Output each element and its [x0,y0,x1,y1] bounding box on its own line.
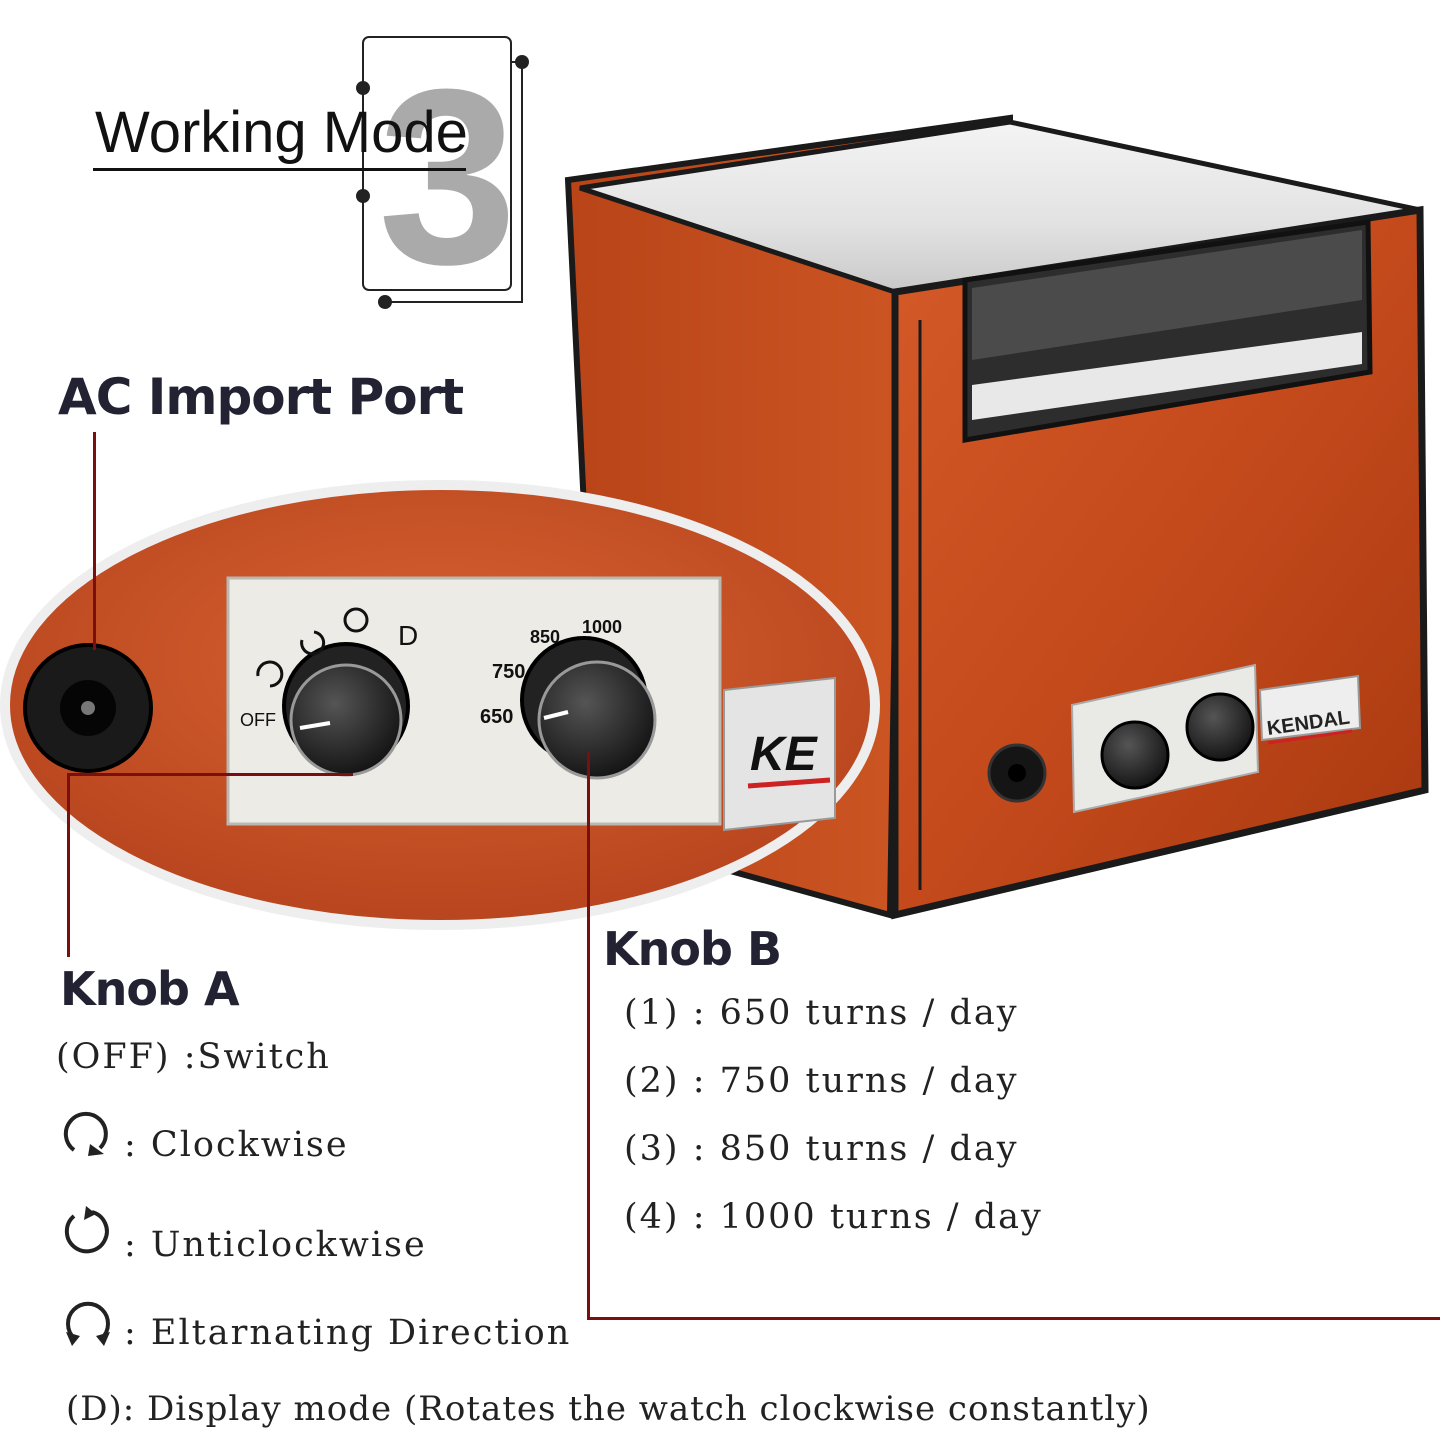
mode-anticlockwise: : Unticlockwise [124,1225,427,1265]
knob-a-leader-line-horizontal [67,773,353,776]
knob-a-clockwise-mark-icon [256,660,284,688]
knob-b-leader-line-horizontal [587,1317,1440,1320]
knob-a-dial: OFF D [240,607,418,777]
knob-b-mark-650: 650 [480,706,513,728]
control-panel: OFF D 650 750 850 1000 [226,576,722,826]
knob-b-mark-750: 750 [492,661,525,683]
mode-number: 3 [378,37,518,316]
speed-option-1: (1) : 650 turns / day [624,993,1019,1033]
knob-a-leader-line-vertical [67,773,70,957]
mode-alternating: : Eltarnating Direction [124,1313,572,1353]
knob-b-leader-line-vertical [587,752,590,1320]
knob-b-dial: 650 750 850 1000 [480,617,657,780]
knob-a-label: Knob A [60,962,240,1016]
ac-port-label: AC Import Port [58,368,464,426]
knob-b-mark-850: 850 [530,627,560,647]
brand-text-zoom: KE [750,728,819,781]
zoom-callout: OFF D 650 750 850 1000 KE [0,480,880,930]
knob-b-mark-1000: 1000 [582,617,622,637]
ac-port-jack [23,643,153,773]
anticlockwise-icon [64,1206,109,1254]
knob-a-anticlockwise-mark-icon [300,630,326,656]
watch-winder-illustration: KENDAL OFF D [0,114,1429,930]
badge-frame [356,36,529,309]
mode-off-switch: (OFF) :Switch [56,1037,331,1077]
speed-option-2: (2) : 750 turns / day [624,1061,1019,1101]
knob-a-display-mark: D [398,620,418,651]
ac-port-leader-line [93,432,96,650]
working-mode-badge: 3 Working Mode [0,0,560,320]
brand-plate-zoom: KE [723,676,836,832]
speed-option-3: (3) : 850 turns / day [624,1129,1019,1169]
knob-b-label: Knob B [603,922,782,976]
mode-display: (D): Display mode (Rotates the watch clo… [66,1389,1151,1429]
knob-a-alternating-mark-icon [343,607,369,633]
page-title: Working Mode [95,100,468,165]
speed-option-4: (4) : 1000 turns / day [624,1197,1043,1237]
knob-a-off-mark: OFF [240,710,276,730]
alternating-direction-icon [66,1301,110,1346]
clockwise-icon [63,1111,108,1156]
mode-clockwise: : Clockwise [124,1125,349,1165]
title-underline [93,168,466,171]
